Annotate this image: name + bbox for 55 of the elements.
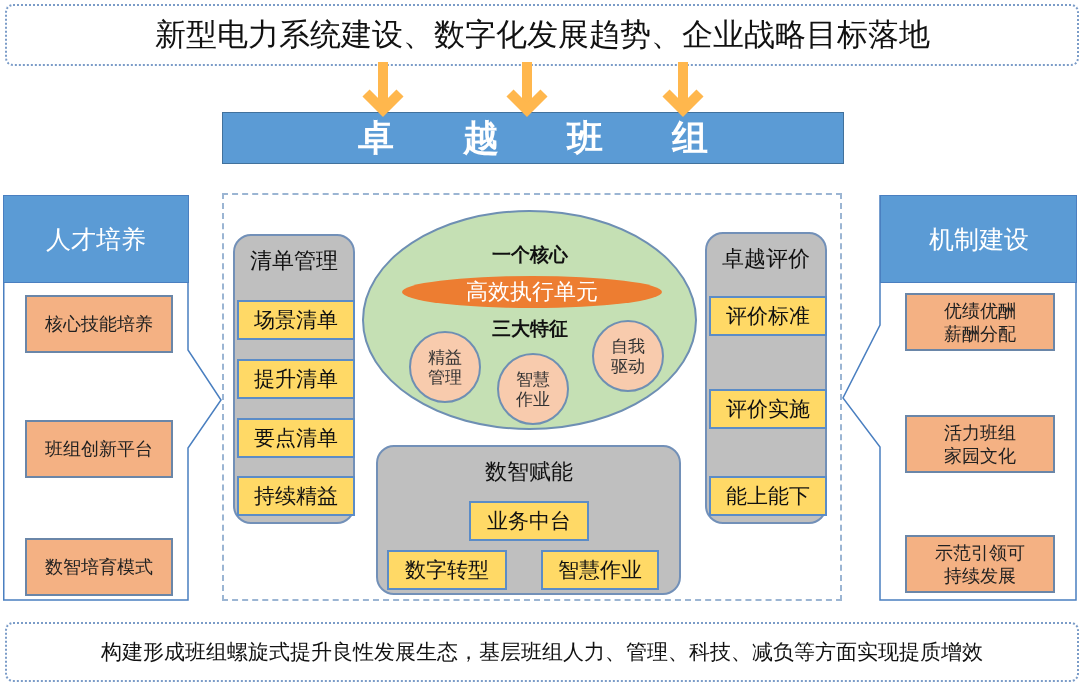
- side-panel: [842, 195, 1077, 601]
- title-text: 卓越班组: [357, 115, 776, 160]
- item-box: [237, 418, 355, 458]
- item-box: [237, 476, 355, 516]
- highlight-label: 高效执行单元: [466, 278, 598, 306]
- feature-label: 自我驱动: [610, 335, 646, 377]
- item-label: 智慧作业: [558, 557, 642, 584]
- item-label: 优绩优酬薪酬分配: [943, 298, 1017, 346]
- item-label: 数字转型: [405, 557, 489, 584]
- group-box: [705, 232, 827, 524]
- item-box: [905, 535, 1055, 593]
- item-box: [25, 538, 173, 596]
- item-label: 评价标准: [726, 303, 810, 330]
- group-title: 清单管理: [249, 247, 339, 275]
- banner-box: [5, 4, 1079, 66]
- feature-label: 智慧作业: [515, 368, 551, 410]
- dashed-frame: [222, 193, 842, 601]
- core-heading: 一个核心: [490, 242, 569, 267]
- panel-title: 人才培养: [46, 223, 146, 256]
- item-label: 业务中台: [487, 508, 571, 535]
- item-label: 持续精益: [254, 483, 338, 510]
- item-label: 核心技能培养: [44, 312, 154, 336]
- item-box: [905, 293, 1055, 351]
- item-box: [905, 415, 1055, 473]
- summary-text: 构建形成班组螺旋式提升良性发展生态，基层班组人力、管理、科技、减负等方面实现提质增效: [101, 639, 983, 666]
- side-panel: [3, 195, 222, 601]
- core-heading: 三大特征: [490, 316, 569, 341]
- banner-text: 新型电力系统建设、数字化发展趋势、企业战略目标落地: [154, 15, 930, 54]
- title-bar: [222, 112, 844, 164]
- feature-label: 精益管理: [427, 346, 463, 388]
- group-box: [233, 234, 355, 524]
- item-box: [237, 300, 355, 340]
- item-label: 能上能下: [726, 483, 810, 510]
- summary-box: [5, 622, 1079, 682]
- item-box: [387, 550, 507, 590]
- item-label: 场景清单: [254, 307, 338, 334]
- group-box: [376, 445, 681, 595]
- item-box: [237, 359, 355, 399]
- item-box: [25, 420, 173, 478]
- item-label: 活力班组家园文化: [943, 420, 1017, 468]
- item-label: 班组创新平台: [44, 437, 154, 461]
- item-label: 要点清单: [254, 425, 338, 452]
- item-box: [541, 550, 659, 590]
- group-title: 数智赋能: [483, 458, 574, 486]
- item-box: [25, 295, 173, 353]
- item-box: [709, 476, 827, 516]
- item-label: 数智培育模式: [44, 555, 154, 579]
- item-label: 评价实施: [726, 396, 810, 423]
- item-label: 提升清单: [254, 366, 338, 393]
- item-box: [709, 296, 827, 336]
- item-box: [709, 389, 827, 429]
- item-box: [469, 501, 589, 541]
- group-title: 卓越评价: [721, 245, 811, 273]
- panel-title: 机制建设: [928, 223, 1029, 256]
- item-label: 示范引领可持续发展: [934, 540, 1026, 588]
